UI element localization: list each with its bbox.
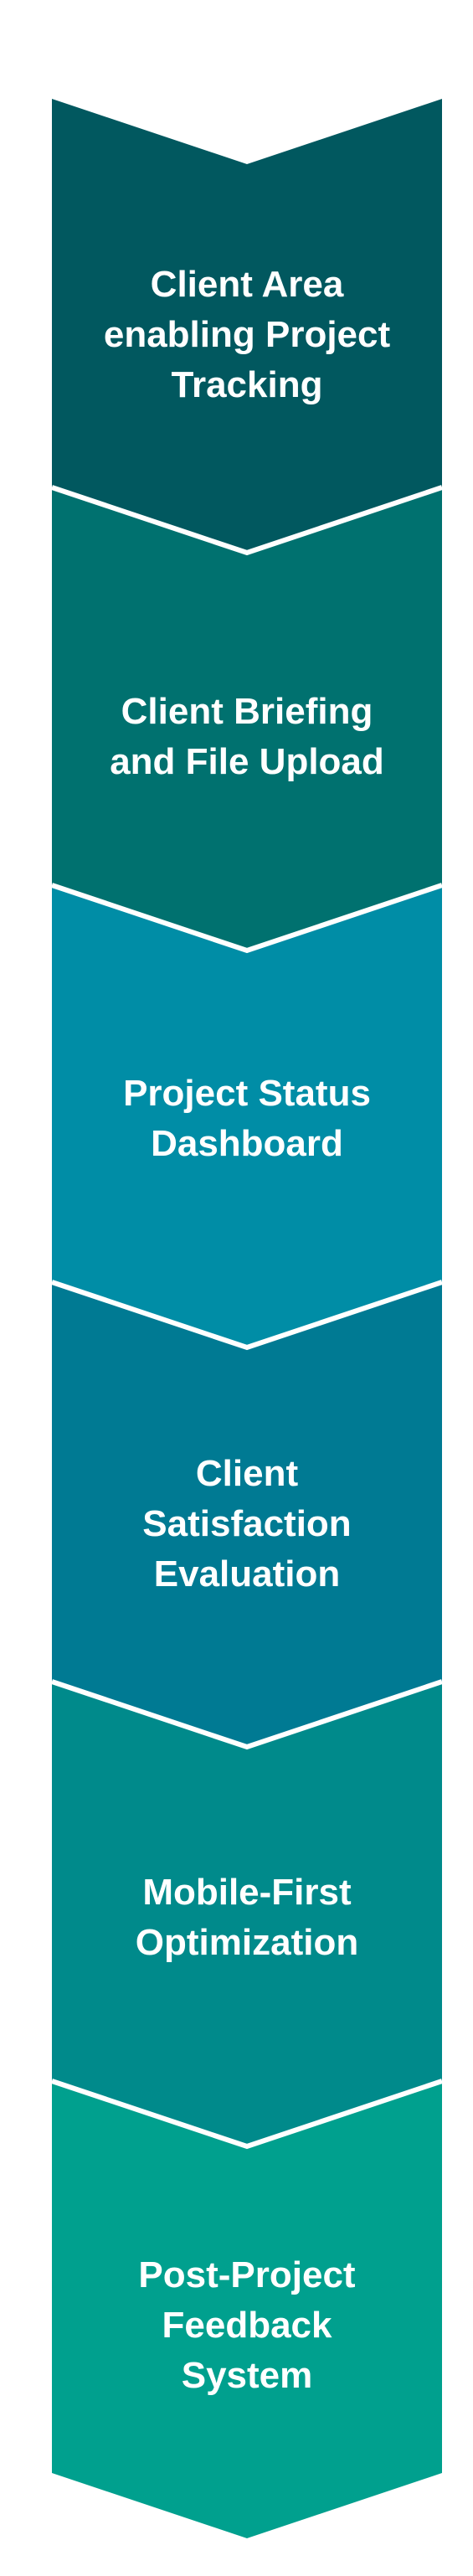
step-separator bbox=[51, 1280, 443, 1351]
step-4-label: Client Satisfaction Evaluation bbox=[33, 1440, 460, 1608]
step-3-line-1: Project Status bbox=[123, 1073, 371, 1114]
step-5-label: Mobile-First Optimization bbox=[33, 1851, 460, 1985]
step-4-line-2: Satisfaction bbox=[142, 1503, 352, 1544]
step-1-segment bbox=[52, 99, 442, 553]
step-separator bbox=[51, 485, 443, 556]
step-3-segment bbox=[52, 885, 442, 1347]
step-4-segment bbox=[52, 1282, 442, 1747]
step-5-line-2: Optimization bbox=[135, 1922, 359, 1963]
step-3-label: Project Status Dashboard bbox=[33, 1052, 460, 1186]
step-2-line-1: Client Briefing bbox=[121, 691, 373, 732]
step-1-line-1: Client Area bbox=[150, 264, 344, 305]
step-separator bbox=[51, 1679, 443, 1750]
step-5-line-1: Mobile-First bbox=[142, 1872, 352, 1913]
step-6-line-1: Post-Project bbox=[138, 2254, 356, 2295]
step-5-segment bbox=[52, 1682, 442, 2146]
step-4-line-3: Evaluation bbox=[153, 1553, 341, 1595]
step-2-line-2: and File Upload bbox=[110, 741, 384, 782]
step-6-line-2: Feedback bbox=[162, 2305, 332, 2346]
step-separator bbox=[51, 2079, 443, 2150]
step-1-label: Client Area enabling Project Tracking bbox=[33, 251, 460, 419]
step-1-line-3: Tracking bbox=[171, 364, 323, 405]
step-2-segment bbox=[52, 487, 442, 951]
step-3-line-2: Dashboard bbox=[151, 1123, 343, 1164]
step-6-segment bbox=[52, 2081, 442, 2538]
step-6-line-3: System bbox=[181, 2355, 313, 2396]
step-separator bbox=[51, 883, 443, 954]
step-6-label: Post-Project Feedback System bbox=[33, 2242, 460, 2409]
step-4-line-1: Client bbox=[195, 1453, 299, 1494]
step-2-label: Client Briefing and File Upload bbox=[33, 670, 460, 804]
step-1-line-2: enabling Project bbox=[103, 314, 391, 355]
